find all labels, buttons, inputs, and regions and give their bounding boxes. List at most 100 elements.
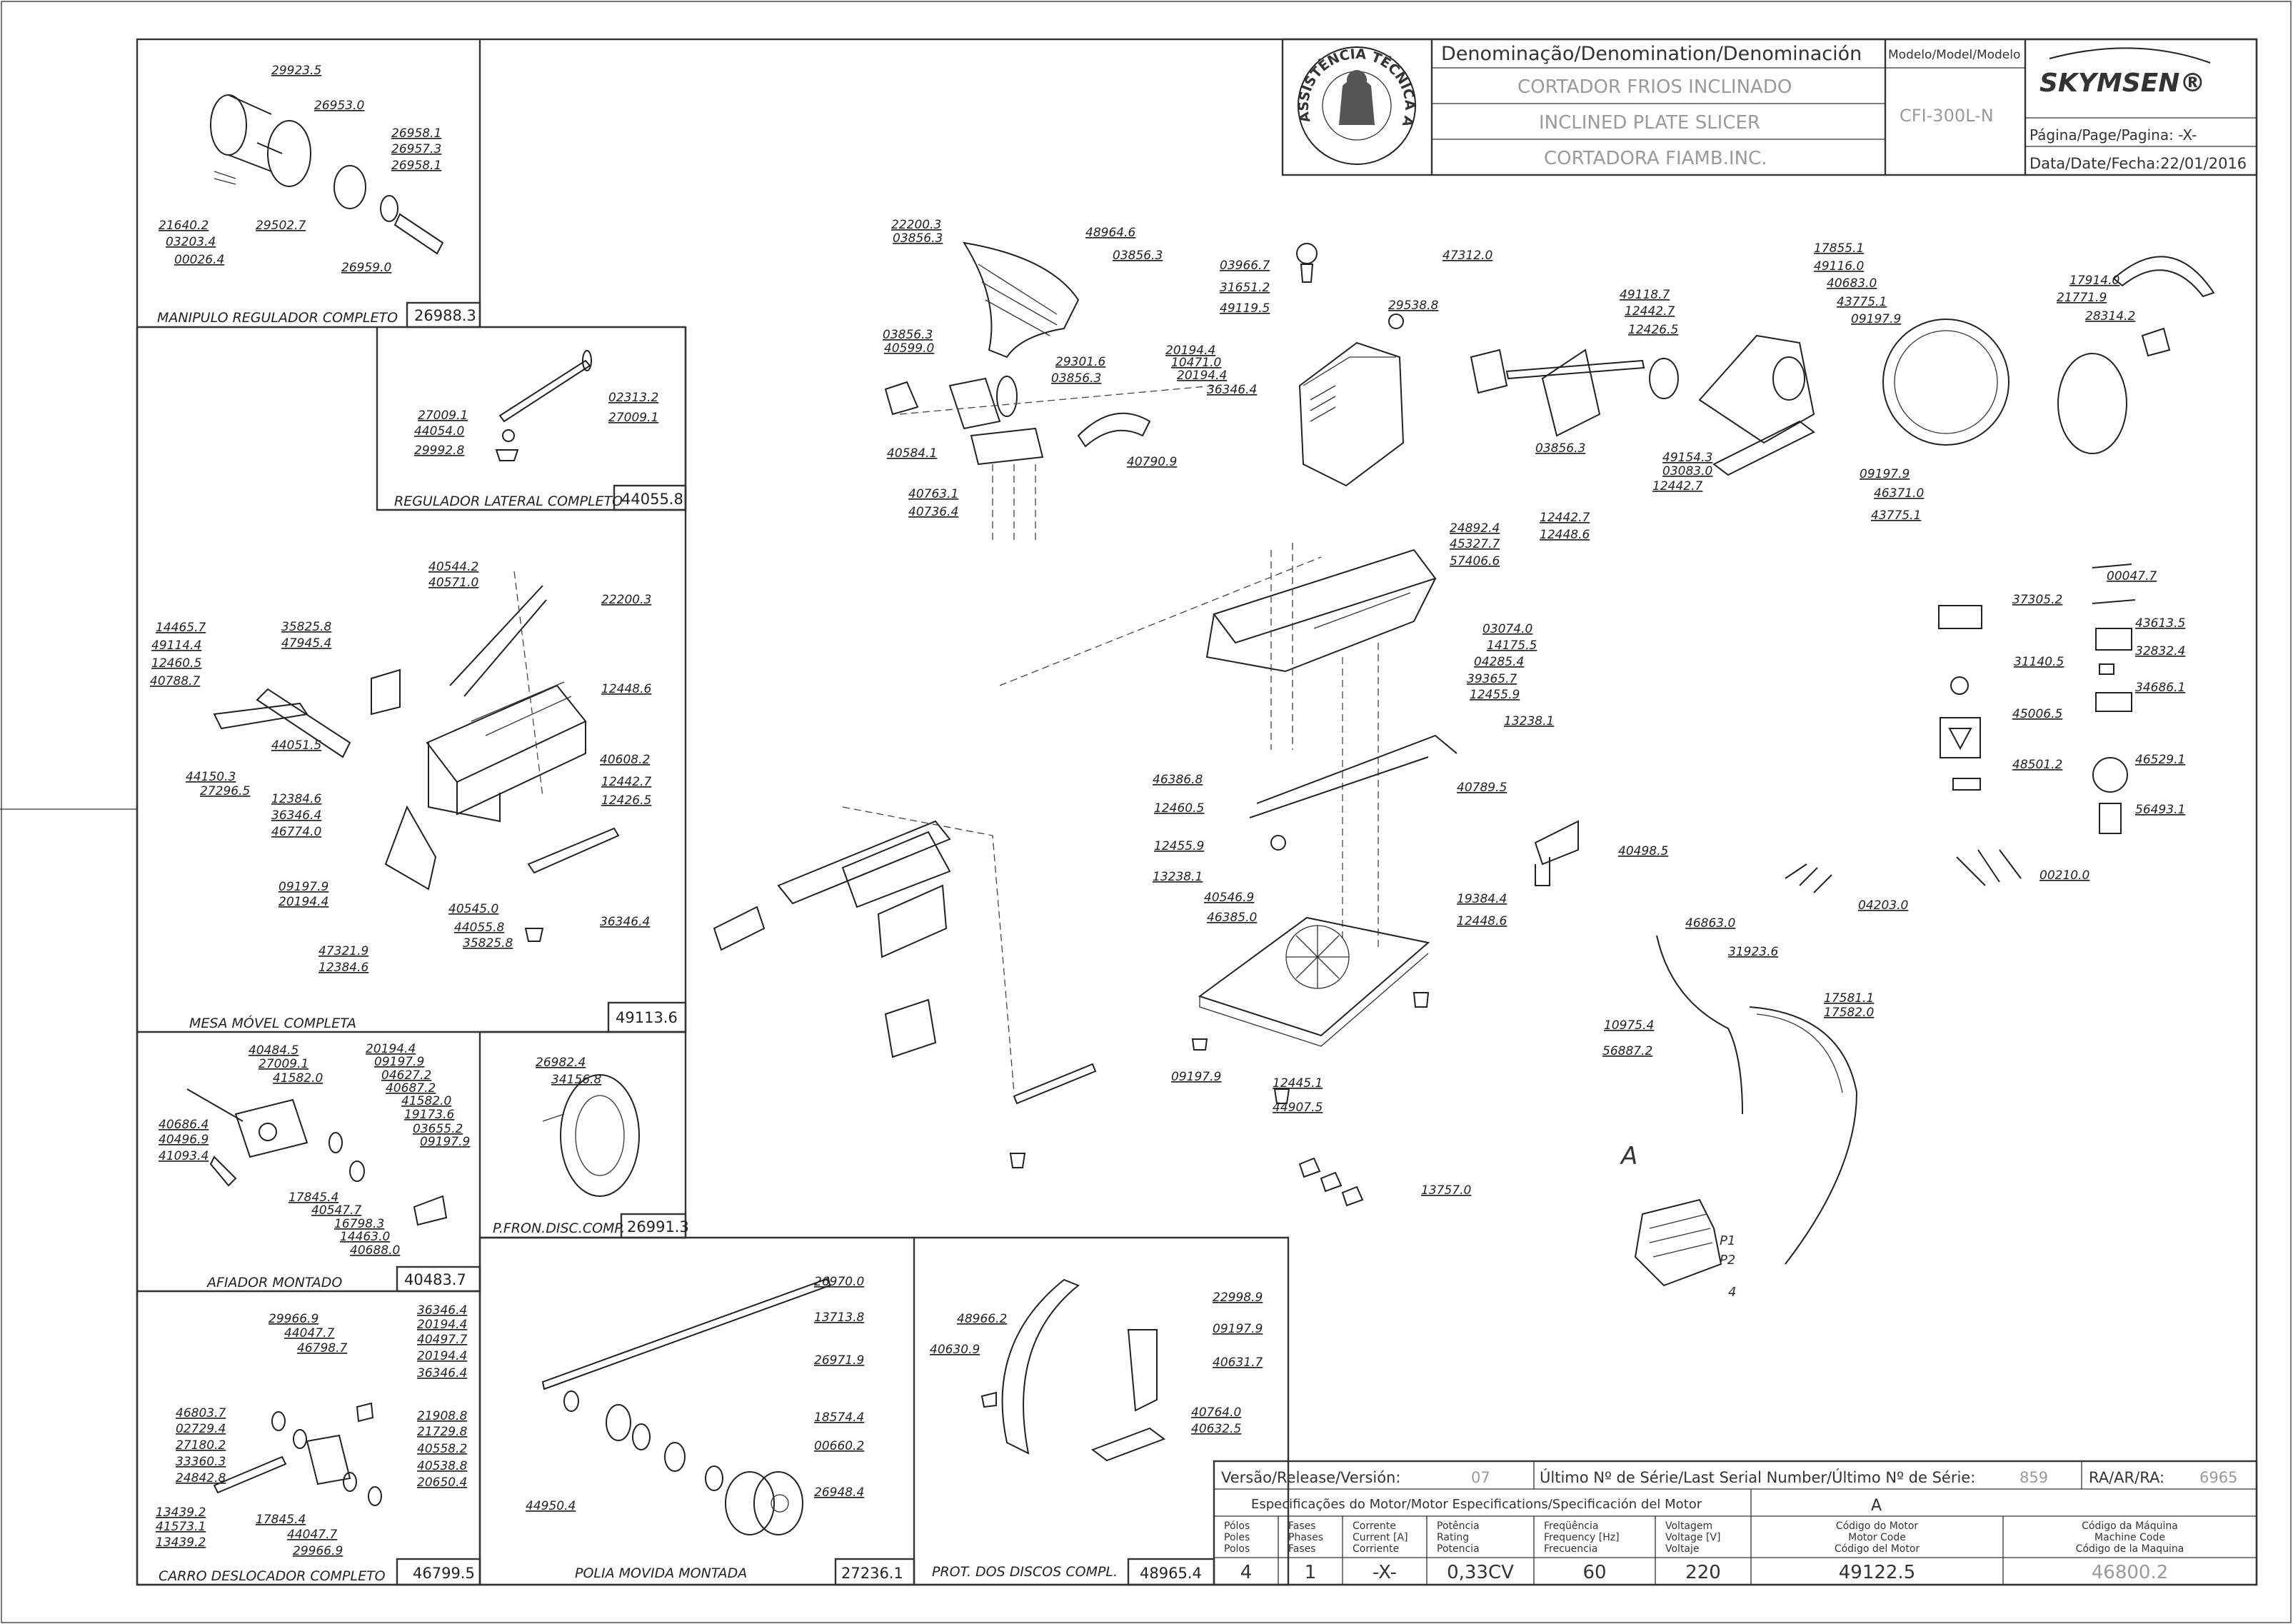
- part-number-label: 40497.7: [417, 1333, 467, 1347]
- part-number-label: 46798.7: [297, 1341, 347, 1355]
- prot-artwork: [980, 1278, 1166, 1462]
- part-number-label: 44907.5: [1273, 1101, 1323, 1115]
- part-number-label: 03203.4: [166, 235, 216, 249]
- code-manipulo: 26988.3: [414, 307, 476, 324]
- motor-col-header: Freqüência: [1544, 1520, 1599, 1532]
- part-number-label: 12384.6: [271, 792, 321, 806]
- part-number-label: 44051.5: [271, 738, 321, 753]
- caption-manipulo: MANIPULO REGULADOR COMPLETO: [157, 310, 398, 326]
- part-number-label: 20194.4: [1177, 369, 1227, 383]
- part-number-label: 24842.8: [176, 1471, 226, 1485]
- motor-col-value: 60: [1582, 1562, 1606, 1583]
- part-number-label: 17582.0: [1824, 1006, 1874, 1020]
- part-number-label: 39365.7: [1467, 672, 1517, 686]
- part-number-label: 40790.9: [1127, 455, 1177, 469]
- part-number-label: 40496.9: [159, 1133, 209, 1147]
- motor-spec-columns: PólosPolesPolos4FasesPhasesFases1Corrent…: [1224, 1516, 2184, 1585]
- code-pfron: 26991.3: [627, 1218, 689, 1235]
- denomination-header: Denominação/Denomination/Denominación: [1441, 43, 1862, 65]
- caption-mesa: MESA MÓVEL COMPLETA: [189, 1014, 356, 1031]
- part-number-label: 41093.4: [159, 1149, 209, 1163]
- motor-col-value: 49122.5: [1839, 1562, 1916, 1583]
- motor-col-header: Potência: [1437, 1520, 1480, 1532]
- motor-col-header: Machine Code: [2094, 1532, 2165, 1543]
- part-number-label: 26948.4: [814, 1485, 864, 1500]
- caption-regulador: REGULADOR LATERAL COMPLETO: [394, 493, 623, 509]
- code-mesa: 49113.6: [616, 1009, 678, 1026]
- part-number-label: 03074.0: [1482, 622, 1532, 636]
- part-number-label: 21640.2: [159, 219, 209, 233]
- part-number-label: 48966.2: [957, 1312, 1007, 1326]
- part-number-label: 40547.7: [311, 1203, 361, 1218]
- part-number-label: 40484.5: [249, 1043, 298, 1058]
- part-number-label: 26970.0: [814, 1275, 864, 1289]
- center-table-artwork: [884, 241, 1215, 543]
- brand-swoosh: [2049, 47, 2211, 64]
- part-number-label: 29923.5: [271, 64, 321, 78]
- motor-col-header: Código da Máquina: [2082, 1520, 2178, 1532]
- part-number-label: 49154.3: [1662, 451, 1712, 465]
- part-number-label: 44150.3: [186, 770, 236, 784]
- code-regulador: 44055.8: [621, 491, 683, 508]
- part-number-label: 36346.4: [417, 1366, 467, 1380]
- motor-col-value: 220: [1685, 1562, 1721, 1583]
- version-value: 07: [1471, 1469, 1490, 1486]
- center-base-artwork: [1191, 734, 1579, 1207]
- part-number-label: 40571.0: [428, 576, 478, 590]
- part-number-label: 31140.5: [2014, 655, 2064, 669]
- part-number-label: 40498.5: [1618, 844, 1668, 858]
- caption-carro: CARRO DESLOCADOR COMPLETO: [159, 1568, 386, 1584]
- part-number-label: 36346.4: [271, 808, 321, 823]
- part-number-label: 29301.6: [1055, 355, 1105, 369]
- part-number-label: 45327.7: [1450, 537, 1500, 551]
- motor-col-value: 46800.2: [2092, 1562, 2169, 1583]
- part-number-label: 26957.3: [391, 142, 441, 156]
- part-number-label: 17845.4: [256, 1513, 306, 1527]
- carro-artwork: [213, 1402, 382, 1506]
- part-number-label: 17855.1: [1814, 241, 1864, 256]
- part-number-label: 20194.4: [417, 1349, 467, 1363]
- motor-col-header: Corriente: [1353, 1543, 1399, 1555]
- part-number-label: 33360.3: [176, 1455, 226, 1469]
- part-number-label: 04285.4: [1474, 655, 1524, 669]
- part-number-label: 03856.3: [1051, 371, 1101, 386]
- part-number-label: 12455.9: [1154, 839, 1204, 853]
- part-number-label: 34686.1: [2135, 681, 2185, 695]
- part-number-label: 40788.7: [150, 674, 200, 688]
- model-value: CFI-300L-N: [1900, 106, 1994, 126]
- part-number-label: 40630.9: [930, 1343, 980, 1357]
- part-number-label: P2: [1720, 1253, 1735, 1268]
- part-number-label: 40545.0: [448, 902, 498, 916]
- part-number-label: 27296.5: [200, 784, 250, 798]
- motor-col-header: Código de la Maquina: [2076, 1543, 2184, 1555]
- motor-col-header: Potencia: [1437, 1543, 1480, 1555]
- part-number-label: 26953.0: [314, 99, 364, 113]
- code-prot: 48965.4: [1140, 1565, 1202, 1582]
- motor-col-header: Código do Motor: [1836, 1520, 1919, 1532]
- motor-col-header: Fases: [1288, 1520, 1316, 1532]
- part-number-label: 40683.0: [1827, 276, 1877, 291]
- part-number-label: 44047.7: [287, 1528, 337, 1542]
- motor-col-header: Motor Code: [1848, 1532, 1906, 1543]
- part-number-label: 19173.6: [404, 1108, 454, 1122]
- part-number-label: 40544.2: [428, 560, 478, 574]
- part-number-label: 43775.1: [1837, 295, 1887, 309]
- part-number-label: 40599.0: [884, 341, 934, 356]
- part-number-label: 47945.4: [281, 636, 331, 651]
- part-number-label: 12445.1: [1273, 1076, 1323, 1091]
- part-number-label: 24892.4: [1450, 521, 1500, 536]
- part-number-label: 46371.0: [1874, 486, 1924, 501]
- motor-col-header: Polos: [1224, 1543, 1250, 1555]
- part-number-label: 40632.5: [1191, 1422, 1241, 1436]
- part-number-label: 17914.0: [2069, 274, 2119, 288]
- part-number-label: 19384.4: [1457, 892, 1507, 906]
- part-number-label: 09197.9: [1860, 467, 1910, 481]
- part-labels: 29923.526953.026958.126957.326958.121640…: [150, 64, 2185, 1558]
- motor-col-header: Frecuencia: [1544, 1543, 1597, 1555]
- part-number-label: 04203.0: [1858, 898, 1908, 913]
- part-number-label: 00660.2: [814, 1439, 864, 1453]
- part-number-label: 34156.8: [551, 1073, 601, 1087]
- release-block: Versão/Release/Versión: 07 Último Nº de …: [1213, 1460, 2258, 1586]
- part-number-label: 40546.9: [1204, 891, 1254, 905]
- serial-value: 859: [2019, 1469, 2048, 1486]
